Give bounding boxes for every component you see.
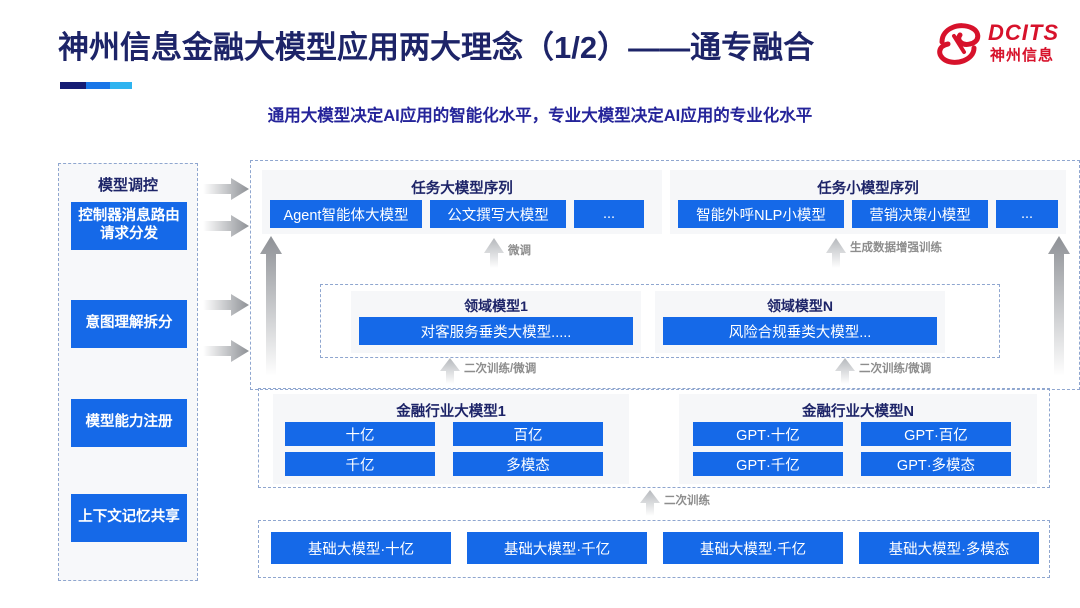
page-subtitle: 通用大模型决定AI应用的智能化水平，专业大模型决定AI应用的专业化水平 bbox=[267, 107, 813, 125]
up-arrow-icon-finetune bbox=[484, 238, 504, 268]
arrow-label-finetune: 微调 bbox=[508, 245, 531, 257]
task-small-title: 任务小模型序列 bbox=[817, 181, 919, 197]
industry-model-1-chip-2[interactable]: 百亿 bbox=[453, 422, 603, 446]
industry-model-n-chip-2[interactable]: GPT·百亿 bbox=[861, 422, 1011, 446]
task-small-chip-2[interactable]: 营销决策小模型 bbox=[852, 200, 988, 228]
task-large-group: 任务大模型序列 Agent智能体大模型 公文撰写大模型 ... bbox=[262, 170, 662, 234]
domain-model-n-title: 领域模型N bbox=[766, 298, 834, 314]
task-small-chip-3[interactable]: ... bbox=[996, 200, 1058, 228]
task-large-chip-1[interactable]: Agent智能体大模型 bbox=[270, 200, 422, 228]
arrow-label-retrain-right: 二次训练/微调 bbox=[859, 363, 932, 375]
right-arrow-icon-4 bbox=[203, 340, 249, 362]
control-panel: 模型调控 控制器消息路由请求分发 意图理解拆分 模型能力注册 上下文记忆共享 bbox=[58, 163, 198, 581]
up-arrow-icon-tall-left bbox=[260, 236, 282, 376]
industry-model-n-chip-4[interactable]: GPT·多模态 bbox=[861, 452, 1011, 476]
domain-model-1-chip[interactable]: 对客服务垂类大模型..... bbox=[359, 317, 633, 345]
industry-tier-frame: 金融行业大模型1 十亿 百亿 千亿 多模态 金融行业大模型N GPT·十亿 GP… bbox=[258, 388, 1050, 488]
accent-bar bbox=[60, 82, 132, 89]
industry-model-1-title: 金融行业大模型1 bbox=[396, 404, 506, 420]
base-model-chip-1[interactable]: 基础大模型·十亿 bbox=[271, 532, 451, 564]
base-model-chip-2[interactable]: 基础大模型·千亿 bbox=[467, 532, 647, 564]
up-arrow-icon-retrain bbox=[640, 490, 660, 516]
domain-model-n-chip[interactable]: 风险合规垂类大模型... bbox=[663, 317, 937, 345]
domain-model-1: 领域模型1 对客服务垂类大模型..... bbox=[351, 291, 641, 353]
architecture-diagram: 任务大模型序列 Agent智能体大模型 公文撰写大模型 ... 任务小模型序列 … bbox=[250, 160, 1080, 597]
industry-model-n-chip-3[interactable]: GPT·千亿 bbox=[693, 452, 843, 476]
base-tier-frame: 基础大模型·十亿 基础大模型·千亿 基础大模型·千亿 基础大模型·多模态 bbox=[258, 520, 1050, 578]
control-item-context[interactable]: 上下文记忆共享 bbox=[71, 494, 187, 542]
task-large-title: 任务大模型序列 bbox=[411, 181, 513, 197]
industry-model-n-chip-1[interactable]: GPT·十亿 bbox=[693, 422, 843, 446]
industry-model-1-chip-4[interactable]: 多模态 bbox=[453, 452, 603, 476]
industry-model-1: 金融行业大模型1 十亿 百亿 千亿 多模态 bbox=[273, 394, 629, 484]
base-model-chip-3[interactable]: 基础大模型·千亿 bbox=[663, 532, 843, 564]
task-large-chip-2[interactable]: 公文撰写大模型 bbox=[430, 200, 566, 228]
control-item-registry[interactable]: 模型能力注册 bbox=[71, 399, 187, 447]
task-small-group: 任务小模型序列 智能外呼NLP小模型 营销决策小模型 ... bbox=[670, 170, 1066, 234]
arrow-label-retrain: 二次训练 bbox=[664, 495, 710, 507]
domain-model-n: 领域模型N 风险合规垂类大模型... bbox=[655, 291, 945, 353]
dcits-logo: DCITS 神州信息 bbox=[934, 18, 1066, 70]
base-model-chip-4[interactable]: 基础大模型·多模态 bbox=[859, 532, 1039, 564]
industry-model-n-title: 金融行业大模型N bbox=[802, 404, 914, 420]
up-arrow-icon-data-aug bbox=[826, 238, 846, 268]
control-item-intent[interactable]: 意图理解拆分 bbox=[71, 300, 187, 348]
right-arrow-icon-3 bbox=[203, 294, 249, 316]
industry-model-n: 金融行业大模型N GPT·十亿 GPT·百亿 GPT·千亿 GPT·多模态 bbox=[679, 394, 1037, 484]
logo-subtext: 神州信息 bbox=[990, 47, 1055, 64]
domain-tier-frame: 领域模型1 对客服务垂类大模型..... 领域模型N 风险合规垂类大模型... bbox=[320, 284, 1000, 358]
arrow-label-retrain-left: 二次训练/微调 bbox=[464, 363, 537, 375]
control-item-router[interactable]: 控制器消息路由请求分发 bbox=[71, 202, 187, 250]
industry-model-1-chip-1[interactable]: 十亿 bbox=[285, 422, 435, 446]
task-large-chip-3[interactable]: ... bbox=[574, 200, 644, 228]
up-arrow-icon-tall-right bbox=[1048, 236, 1070, 376]
arrow-label-data-aug: 生成数据增强训练 bbox=[850, 242, 942, 254]
up-arrow-icon-retrain-right bbox=[835, 358, 855, 384]
domain-model-1-title: 领域模型1 bbox=[464, 298, 528, 314]
control-panel-title: 模型调控 bbox=[97, 177, 158, 194]
up-arrow-icon-retrain-left bbox=[440, 358, 460, 384]
page-title: 神州信息金融大模型应用两大理念（1/2）——通专融合 bbox=[58, 30, 815, 65]
right-arrow-icon-2 bbox=[203, 215, 249, 237]
industry-model-1-chip-3[interactable]: 千亿 bbox=[285, 452, 435, 476]
task-small-chip-1[interactable]: 智能外呼NLP小模型 bbox=[678, 200, 844, 228]
right-arrow-icon-1 bbox=[203, 178, 249, 200]
logo-wordmark: DCITS bbox=[988, 20, 1059, 45]
dcits-swirl-icon bbox=[937, 23, 981, 65]
